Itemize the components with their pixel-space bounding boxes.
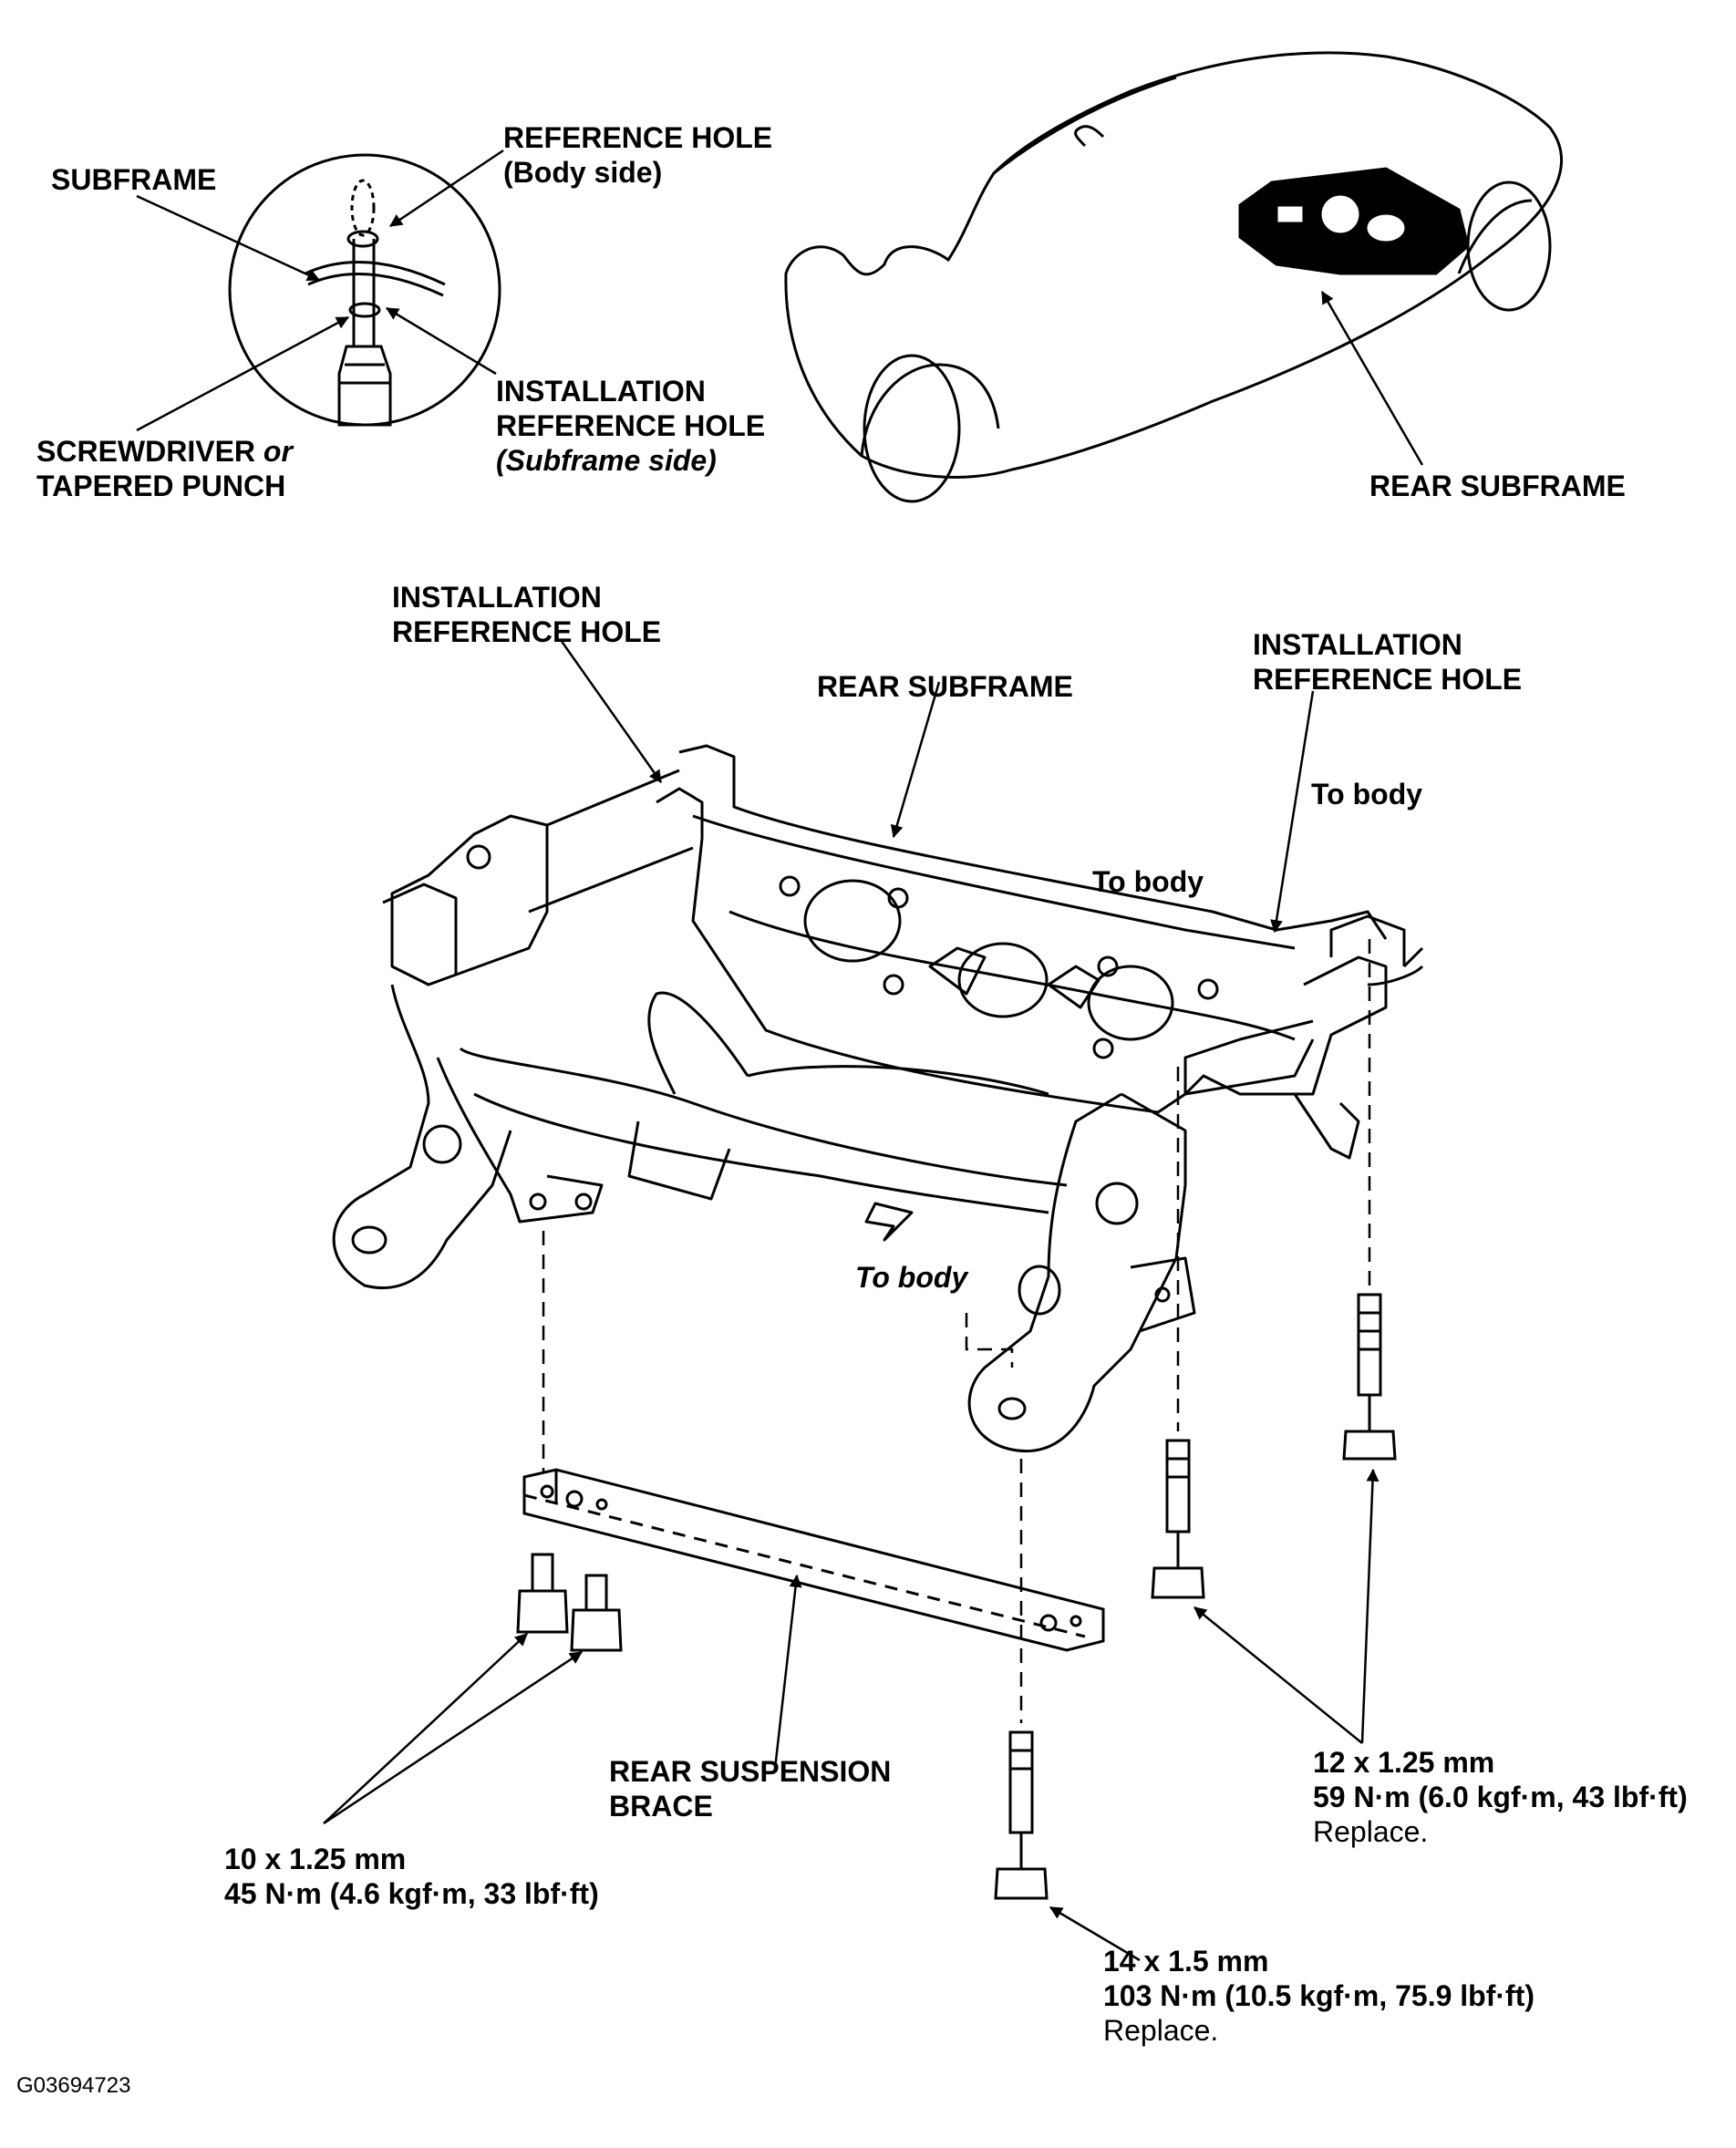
- subframe-icon: [1238, 167, 1470, 275]
- label-to-body-right: To body: [1311, 778, 1423, 811]
- spec-bolt-10: 10 x 1.25 mm 45 N·m (4.6 kgf·m, 33 lbf·f…: [224, 1843, 599, 1910]
- label-reference-hole: REFERENCE HOLE (Body side): [503, 121, 773, 189]
- label-to-body-lower: To body: [855, 1261, 968, 1294]
- label-rear-suspension-brace: REAR SUSPENSION BRACE: [609, 1755, 892, 1823]
- inset-detail: [228, 153, 501, 427]
- label-rear-subframe-car: REAR SUBFRAME: [1369, 470, 1626, 502]
- brace-icon: [522, 1468, 1105, 1652]
- spec-bolt-14: 14 x 1.5 mm 103 N·m (10.5 kgf·m, 75.9 lb…: [1103, 1945, 1534, 2047]
- spec-bolt-12: 12 x 1.25 mm 59 N·m (6.0 kgf·m, 43 lbf·f…: [1313, 1746, 1688, 1848]
- label-installation-reference-hole-inset: INSTALLATION REFERENCE HOLE (Subframe si…: [496, 375, 766, 477]
- figure-id: G03694723: [16, 2073, 131, 2098]
- leader-lines: [136, 149, 1424, 1962]
- label-subframe: SUBFRAME: [51, 163, 217, 196]
- inset-body-hole: [350, 179, 376, 237]
- alignment-lines: [542, 939, 1371, 1723]
- inset-subframe-sheet: [305, 261, 446, 286]
- bolt-icon: [1342, 1293, 1397, 1461]
- bolt-icon: [570, 1574, 623, 1652]
- label-screwdriver: SCREWDRIVER or TAPERED PUNCH: [36, 435, 293, 502]
- car-outline-icon: [784, 51, 1563, 503]
- bolt-icon: [994, 1730, 1049, 1900]
- bolt-icon: [1151, 1439, 1205, 1599]
- bolt-icon: [516, 1553, 569, 1634]
- label-rear-subframe-main: REAR SUBFRAME: [817, 670, 1073, 703]
- label-installation-reference-hole-left: INSTALLATION REFERENCE HOLE: [392, 581, 662, 648]
- bolt-group: [516, 1293, 1397, 1900]
- label-installation-reference-hole-right: INSTALLATION REFERENCE HOLE: [1253, 628, 1523, 696]
- label-to-body-center: To body: [1092, 865, 1204, 898]
- rear-subframe-drawing: [332, 744, 1424, 1452]
- inset-circle: [228, 153, 501, 427]
- screwdriver-icon: [337, 239, 392, 427]
